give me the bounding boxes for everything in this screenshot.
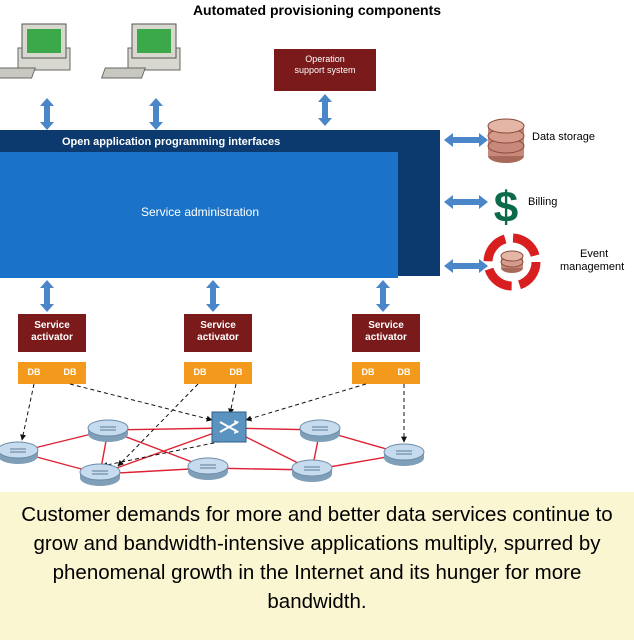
oss-label: Operation support system <box>274 54 376 76</box>
cycle-arrows-icon <box>483 233 541 291</box>
activator-label: Service activator <box>352 320 420 344</box>
oss-label-line2: support system <box>294 65 356 75</box>
double-arrow-icon <box>40 98 54 130</box>
double-arrow-icon <box>444 259 488 273</box>
double-arrow-icon <box>444 195 488 209</box>
router-icon <box>79 463 121 487</box>
router-icon <box>383 443 425 467</box>
svg-text:$: $ <box>494 183 518 232</box>
activator-label: Service activator <box>184 320 252 344</box>
control-lines <box>20 383 407 468</box>
double-arrow-icon <box>149 98 163 130</box>
db-port-label: DB <box>229 367 243 377</box>
double-arrow-icon <box>318 94 332 126</box>
router-icon <box>291 459 333 483</box>
activator-label-line1: Service <box>368 320 404 331</box>
activator-label-line2: activator <box>197 332 239 343</box>
billing-label: Billing <box>528 196 558 208</box>
dollar-icon: $ <box>494 183 518 232</box>
event-management-label: Event management <box>560 248 624 274</box>
service-activator-box <box>352 314 420 384</box>
activator-label: Service activator <box>18 320 86 344</box>
router-icon <box>0 441 39 465</box>
workstation-icon <box>100 23 181 79</box>
event-label-line2: management <box>560 261 625 273</box>
router-icon <box>299 419 341 443</box>
activator-label-line2: activator <box>365 332 407 343</box>
service-administration-label: Service administration <box>140 205 260 219</box>
oss-label-line1: Operation <box>305 54 345 64</box>
router-icon <box>87 419 129 443</box>
double-arrow-icon <box>206 280 220 312</box>
api-label: Open application programming interfaces <box>62 136 281 148</box>
db-port-label: DB <box>397 367 411 377</box>
caption-panel: Customer demands for more and better dat… <box>0 492 634 640</box>
double-arrow-icon <box>444 133 488 147</box>
event-label-line1: Event <box>580 248 609 260</box>
caption-text: Customer demands for more and better dat… <box>21 503 613 613</box>
double-arrow-icon <box>40 280 54 312</box>
db-port-label: DB <box>193 367 207 377</box>
db-port-label: DB <box>361 367 375 377</box>
db-port-label: DB <box>63 367 77 377</box>
activator-label-line1: Service <box>34 320 70 331</box>
activator-label-line1: Service <box>200 320 236 331</box>
data-storage-label: Data storage <box>532 131 595 143</box>
double-arrow-icon <box>376 280 390 312</box>
db-port-label: DB <box>27 367 41 377</box>
service-activator-box <box>184 314 252 384</box>
provisioning-diagram: $ <box>0 23 541 487</box>
operation-support-system-box <box>274 49 376 91</box>
service-administration-box <box>0 152 398 278</box>
service-activator-box <box>18 314 86 384</box>
router-icon <box>187 457 229 481</box>
database-icon <box>487 118 525 163</box>
activator-label-line2: activator <box>31 332 73 343</box>
switch-icon <box>211 411 247 443</box>
workstation-icon <box>0 23 71 79</box>
diagram-title: Automated provisioning components <box>192 2 442 18</box>
